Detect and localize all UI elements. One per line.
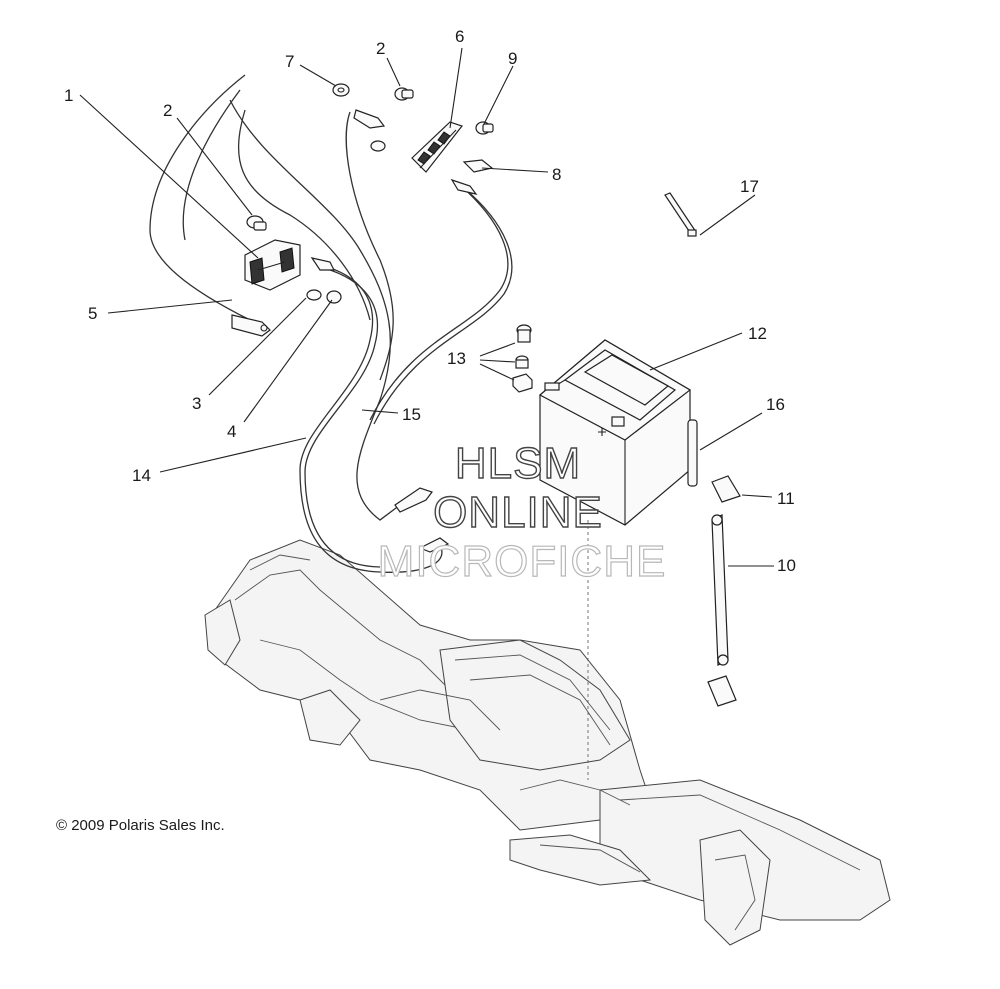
- nut-part-4: [326, 290, 342, 304]
- terminal-block-part-6: [411, 121, 463, 173]
- callout-14: 14: [132, 466, 151, 485]
- callout-5: 5: [88, 304, 97, 323]
- callout-8: 8: [552, 165, 561, 184]
- battery-cable-end-b: [418, 537, 450, 553]
- callout-9: 9: [508, 49, 517, 68]
- washer-part-3: [306, 289, 322, 301]
- terminal-hardware-part-13: [512, 324, 533, 393]
- cable-lug-left: [310, 257, 335, 271]
- clip-lower: [707, 675, 737, 707]
- callout-13: 13: [447, 349, 466, 368]
- callout-15: 15: [402, 405, 421, 424]
- bolt-part-9: [475, 121, 494, 135]
- callout-11: 11: [777, 489, 795, 508]
- watermark-line-1: HLSM: [455, 439, 581, 488]
- callout-2-top: 2: [376, 39, 385, 58]
- leader-lines: [79, 47, 774, 567]
- tube-part-16: [687, 419, 698, 487]
- strap-part-17: [664, 192, 697, 237]
- callout-1: 1: [64, 86, 73, 105]
- cables: [149, 74, 513, 573]
- cable-lug-top: [353, 109, 386, 129]
- bolt-part-2a: [246, 215, 267, 231]
- strap-part-10: [711, 514, 729, 666]
- callout-16: 16: [766, 395, 785, 414]
- bracket-part-8: [462, 159, 494, 173]
- solenoid-part-1: [244, 239, 301, 291]
- copyright-notice: © 2009 Polaris Sales Inc.: [56, 817, 225, 834]
- callout-10: 10: [777, 556, 796, 575]
- bolt-near-6: [370, 140, 386, 152]
- chassis-frame: [204, 539, 891, 946]
- clip-part-11: [711, 475, 741, 503]
- bolt-part-2b: [394, 87, 414, 101]
- callout-2: 2: [163, 101, 172, 120]
- lug-part-5: [231, 314, 271, 337]
- callout-4: 4: [227, 422, 236, 441]
- callout-17: 17: [740, 177, 759, 196]
- watermark-line-3: MICROFICHE: [378, 537, 667, 586]
- callout-6: 6: [455, 27, 464, 46]
- battery-part-12: [538, 339, 692, 526]
- callout-3: 3: [192, 394, 201, 413]
- callout-7: 7: [285, 52, 294, 71]
- watermark-line-2: ONLINE: [433, 488, 603, 537]
- callout-12: 12: [748, 324, 767, 343]
- battery-cable-end-a: [394, 487, 433, 513]
- nut-part-7: [332, 83, 350, 97]
- cable-lug-8: [450, 178, 478, 195]
